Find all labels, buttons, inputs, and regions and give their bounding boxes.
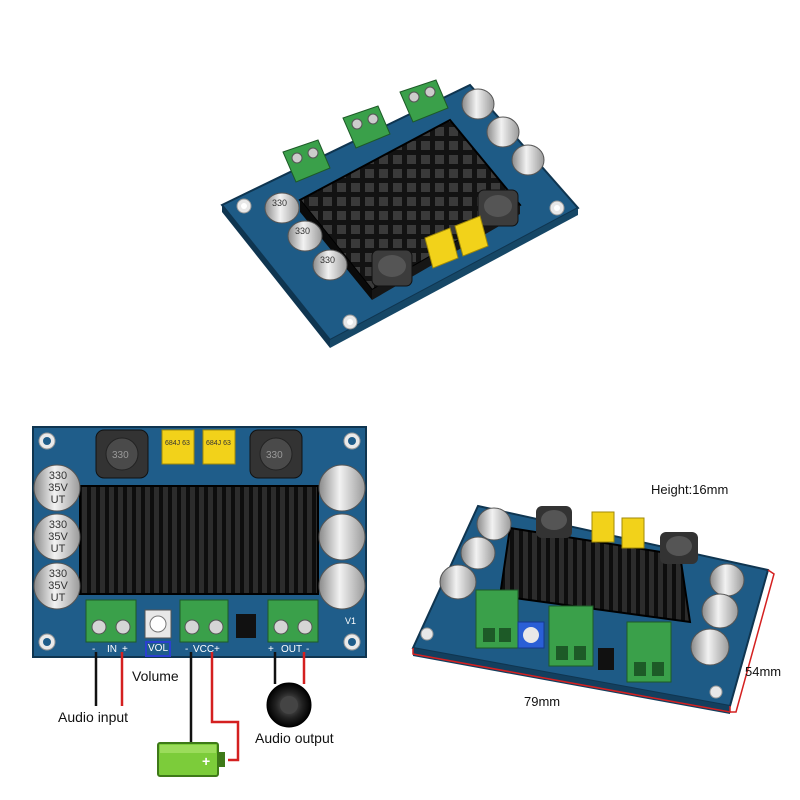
svg-text:684J 63: 684J 63 xyxy=(165,440,190,447)
silk-in-minus: - xyxy=(92,644,96,655)
cap-voltage: 35V xyxy=(48,580,68,592)
front-board-view: 330 330 684J 63 684J 63 xyxy=(32,426,367,658)
top-board-view: 330 330 330 xyxy=(220,79,580,348)
speaker-icon xyxy=(266,682,312,728)
cap-voltage: 35V xyxy=(48,482,68,494)
height-dimension: Height:16mm xyxy=(651,482,729,497)
silk-vol-label: VOL xyxy=(148,643,169,654)
cap-value: 330 xyxy=(48,568,68,580)
cap-marking: 330 35V UT xyxy=(44,519,72,555)
cap-value: 330 xyxy=(48,470,68,482)
cap-marking: 330 35V UT xyxy=(44,568,72,604)
length-dimension: 79mm xyxy=(524,694,561,709)
audio-output-caption: Audio output xyxy=(255,730,334,746)
svg-text:330: 330 xyxy=(272,198,287,208)
cap-value: 330 xyxy=(48,519,68,531)
silk-out-label: OUT xyxy=(281,644,303,655)
cap-series: UT xyxy=(50,494,66,506)
silk-in-label: IN xyxy=(107,644,117,655)
cap-marking: 330 35V UT xyxy=(44,470,72,506)
silk-in-plus: + xyxy=(122,644,128,655)
angled-board-view xyxy=(411,504,775,714)
width-dimension: 54mm xyxy=(745,664,782,679)
battery-icon: + xyxy=(157,742,225,777)
cap-series: UT xyxy=(50,592,66,604)
svg-text:+: + xyxy=(202,753,210,769)
svg-text:330: 330 xyxy=(295,226,310,236)
silk-out-plus: + xyxy=(268,644,274,655)
svg-text:330: 330 xyxy=(320,255,335,265)
audio-input-caption: Audio input xyxy=(58,709,129,725)
silk-vcc-label: VCC xyxy=(193,644,215,655)
silk-version: V1 xyxy=(345,616,357,626)
silk-out-minus: - xyxy=(306,644,310,655)
svg-text:330: 330 xyxy=(112,450,129,461)
volume-caption: Volume xyxy=(132,668,179,684)
silk-vcc-minus: - xyxy=(185,644,189,655)
cap-voltage: 35V xyxy=(48,531,68,543)
svg-text:330: 330 xyxy=(266,450,283,461)
svg-text:684J 63: 684J 63 xyxy=(206,440,231,447)
silk-vcc-plus: + xyxy=(214,644,220,655)
cap-series: UT xyxy=(50,543,66,555)
